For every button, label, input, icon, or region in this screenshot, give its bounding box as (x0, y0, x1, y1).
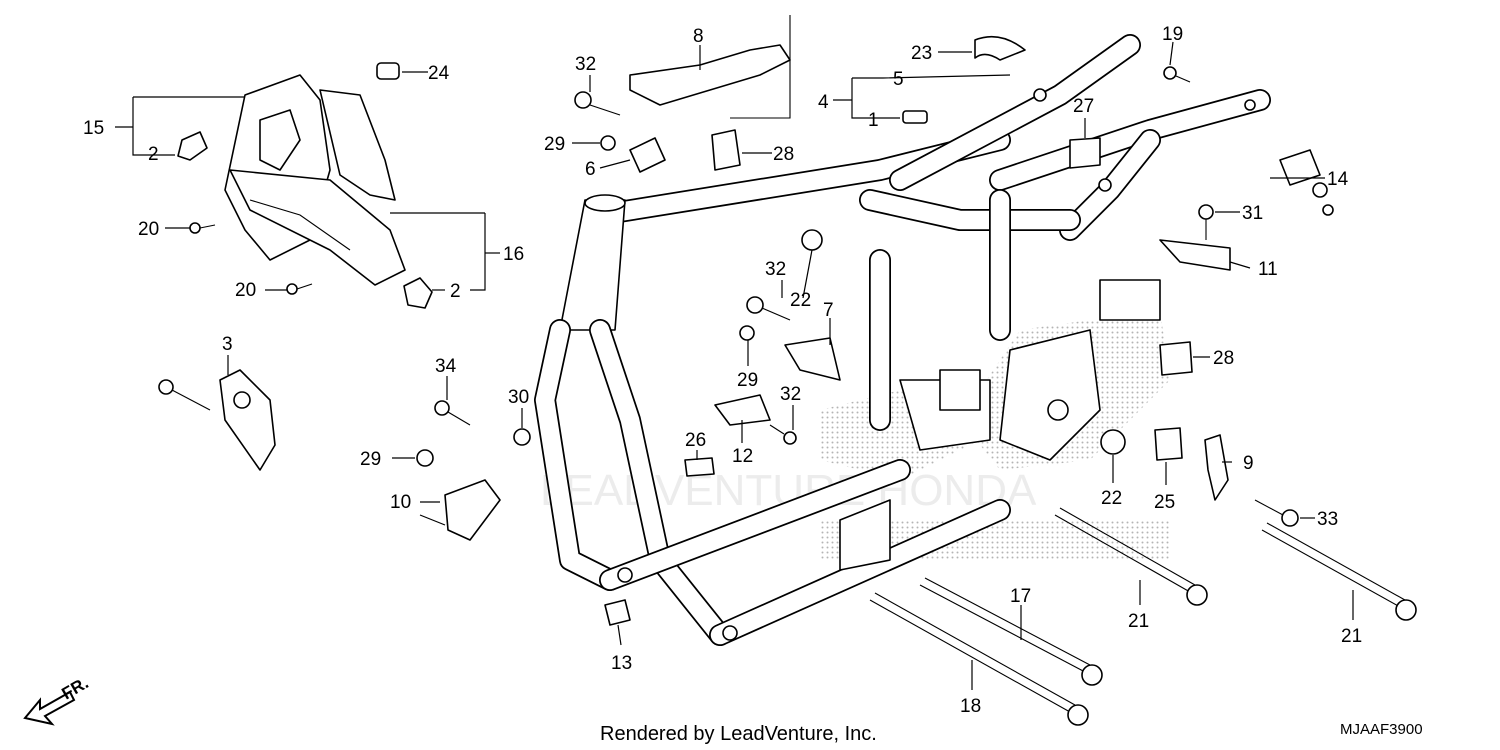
clip-24 (376, 62, 400, 80)
diagram-code: MJAAF3900 (1340, 721, 1423, 738)
callout-10: 10 (390, 492, 411, 513)
callout-16: 16 (503, 244, 524, 265)
clamp-28-right (1159, 341, 1193, 376)
front-direction-arrow: FR. (23, 673, 92, 726)
callout-30: 31 (1242, 203, 1263, 224)
nut-29-middle (513, 428, 531, 446)
callout-11: 11 (1258, 259, 1278, 280)
callout-2-upper: 2 (148, 144, 159, 165)
callout-27: 27 (1073, 96, 1094, 117)
bolt-21-center (1054, 507, 1208, 606)
callout-2-lower: 2 (450, 281, 461, 302)
bolt-21-right (1261, 522, 1417, 621)
callout-29-center: 29 (737, 370, 758, 391)
screw-20-lower (286, 283, 313, 295)
callout-29-middle: 30 (508, 387, 529, 408)
callout-3: 3 (222, 334, 233, 355)
callout-6: 6 (585, 159, 596, 180)
callout-33: 34 (435, 356, 457, 377)
side-cover-assembly (224, 74, 406, 286)
callout-19: 19 (1162, 24, 1183, 45)
band-23 (974, 35, 1026, 61)
footer-credit: Rendered by LeadVenture, Inc. (600, 723, 877, 745)
bracket-8 (629, 15, 791, 119)
callout-20-upper: 20 (138, 219, 159, 240)
nut-29-lower-left (416, 449, 434, 467)
cushion-1 (902, 110, 928, 124)
callout-5: 5 (893, 69, 904, 90)
collar-13 (604, 599, 631, 626)
callout-32-right: 33 (1317, 509, 1338, 530)
bolt-19 (1163, 66, 1191, 83)
callout-32-center: 32 (765, 259, 786, 280)
bracket-10 (444, 479, 501, 541)
bolt-34 (158, 379, 211, 411)
callout-14: 14 (1327, 169, 1349, 190)
callout-18: 18 (960, 696, 981, 717)
callout-9: 9 (1243, 453, 1254, 474)
callout-24: 24 (428, 63, 450, 84)
callout-28-top: 28 (773, 144, 794, 165)
callout-29-top: 29 (544, 134, 565, 155)
leader-lines (115, 41, 1354, 690)
callout-17: 17 (1010, 586, 1031, 607)
screw-20-upper (189, 222, 216, 234)
bracket-11 (1159, 239, 1231, 271)
callout-21-right: 21 (1341, 626, 1362, 647)
callout-32-top: 32 (575, 54, 596, 75)
callout-22-upper: 22 (790, 290, 811, 311)
bolt-32-top (574, 91, 621, 116)
callout-4: 4 (818, 92, 829, 113)
cap-22-right (1100, 429, 1126, 455)
nut-29-center (739, 325, 755, 341)
bolt-33 (434, 400, 471, 426)
callout-8: 8 (693, 26, 704, 47)
clamp-27 (1069, 137, 1101, 169)
bolt-32-center (746, 296, 791, 321)
callout-21-center: 21 (1128, 611, 1149, 632)
callout-26: 26 (685, 430, 706, 451)
callout-20-lower: 20 (235, 280, 256, 301)
bracket-9 (1204, 434, 1229, 501)
bracket-6 (629, 137, 666, 173)
bracket-12 (714, 394, 771, 426)
clamp-28-top (711, 129, 741, 171)
bolt-32-right (1254, 499, 1299, 527)
callout-31: 32 (780, 384, 801, 405)
clamp-25 (1154, 427, 1183, 461)
cap-22-upper (801, 229, 823, 251)
bolt-17 (919, 577, 1103, 686)
callout-1: 1 (868, 110, 879, 131)
callout-13: 13 (611, 653, 632, 674)
callout-15: 15 (83, 118, 104, 139)
callout-28-right: 28 (1213, 348, 1234, 369)
grommet-2-lower (403, 277, 433, 309)
callout-29-lower-left: 29 (360, 449, 381, 470)
callout-23: 23 (911, 43, 932, 64)
lock-14 (1279, 149, 1334, 216)
callout-7: 7 (823, 300, 834, 321)
bolt-30 (1198, 204, 1214, 240)
callout-25: 25 (1154, 492, 1175, 513)
bracket-3 (219, 369, 276, 471)
callout-22-right: 22 (1101, 488, 1122, 509)
nut-29-top (600, 135, 616, 151)
main-frame (534, 34, 1271, 646)
callout-12: 12 (732, 446, 753, 467)
bracket-7 (784, 337, 841, 381)
grommet-2-upper (177, 131, 208, 161)
bolt-18 (869, 592, 1089, 726)
clamp-26 (684, 457, 715, 477)
bolt-31 (769, 424, 797, 445)
callout-labels: 1 2 2 3 4 5 6 7 8 9 10 11 12 13 14 15 16… (83, 24, 1362, 717)
